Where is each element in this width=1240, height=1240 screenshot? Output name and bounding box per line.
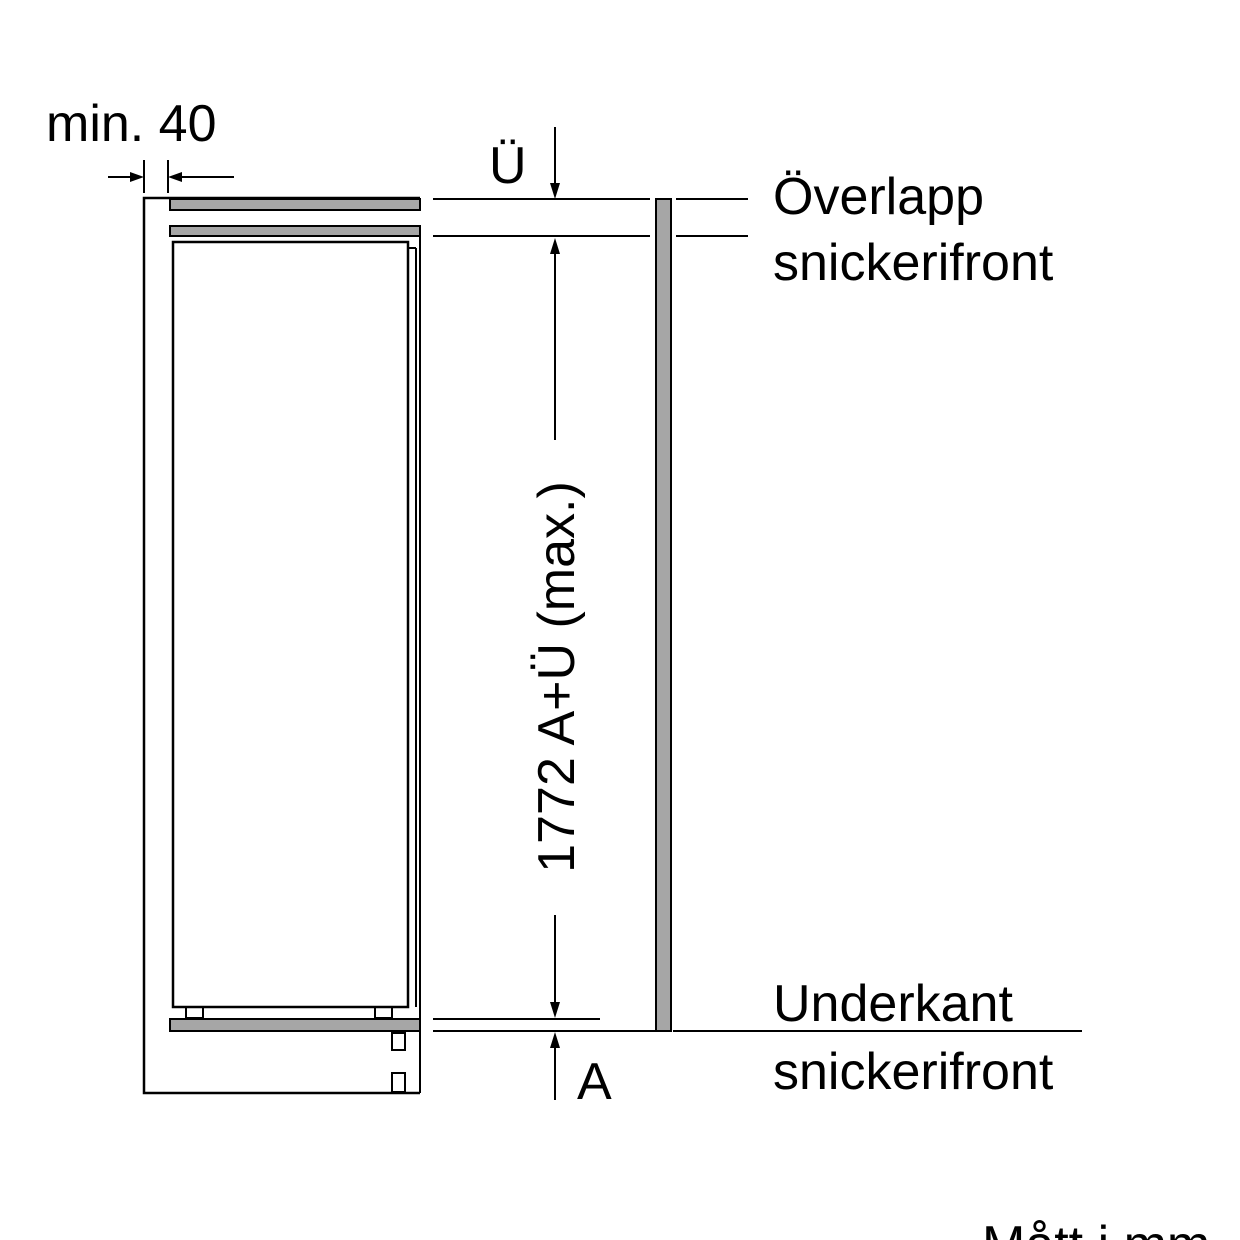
height-arrow-up xyxy=(550,238,560,254)
overlap-symbol: Ü xyxy=(489,137,527,195)
min-gap-arrow-left xyxy=(130,172,144,182)
min-gap-label: min. 40 xyxy=(46,95,217,153)
bottom-label-line2: snickerifront xyxy=(773,1043,1054,1101)
units-note: Mått i mm xyxy=(982,1216,1210,1240)
a-arrow-up xyxy=(550,1032,560,1048)
plinth-block-upper xyxy=(391,1032,406,1051)
top-rail-inner xyxy=(169,225,421,237)
overlap-label-line2: snickerifront xyxy=(773,234,1054,292)
min-gap-dimension xyxy=(108,160,234,193)
reference-lines xyxy=(433,198,1082,1032)
top-rail-outer xyxy=(169,198,421,211)
overlap-label-line1: Överlapp xyxy=(773,168,984,226)
niche-outline xyxy=(142,196,420,1095)
bottom-rail xyxy=(169,1018,421,1032)
appliance-body xyxy=(171,240,410,1009)
overlap-arrow-down xyxy=(550,183,560,199)
foot-right xyxy=(374,1006,393,1019)
foot-left xyxy=(185,1006,204,1019)
a-symbol: A xyxy=(577,1053,612,1111)
height-arrow-down xyxy=(550,1002,560,1018)
bottom-label-line1: Underkant xyxy=(773,975,1013,1033)
appliance-side-profile xyxy=(408,236,421,1093)
plinth-block-lower xyxy=(391,1072,406,1093)
height-dimension-label: 1772 A+Ü (max.) xyxy=(528,481,586,873)
min-gap-arrow-right xyxy=(168,172,182,182)
furniture-front-panel xyxy=(655,198,672,1032)
